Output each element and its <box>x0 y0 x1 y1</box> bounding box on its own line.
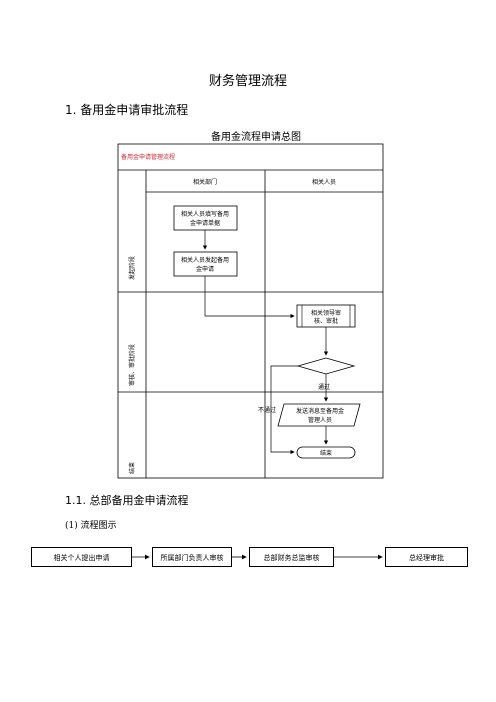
svg-text:发送消息至备用金: 发送消息至备用金 <box>296 407 344 415</box>
reject-label: 不通过 <box>258 406 276 414</box>
section-heading-1: 1. 备用金申请审批流程 <box>65 103 189 117</box>
column-header-dept: 相关部门 <box>193 178 217 186</box>
node-fill-form <box>173 205 238 231</box>
node-notify <box>277 403 361 427</box>
svg-text:相关人员发起备用: 相关人员发起备用 <box>181 256 229 264</box>
decision-diamond <box>296 357 356 375</box>
svg-text:核、审批: 核、审批 <box>314 317 338 325</box>
process-step-gm-approve: 总经理审批 <box>385 547 468 567</box>
pool-frame <box>117 143 384 479</box>
subsection-heading: (1) 流程图示 <box>65 521 117 531</box>
process-step-dept-review: 所属部门负责人审核 <box>152 547 232 567</box>
svg-text:相关人员填写备用: 相关人员填写备用 <box>181 210 229 218</box>
svg-text:管理人员: 管理人员 <box>308 416 332 424</box>
column-header-staff: 相关人员 <box>312 178 336 186</box>
section-heading-1-1: 1.1. 总部备用金申请流程 <box>65 494 189 507</box>
pool-title: 备用金申请管理流程 <box>121 153 175 161</box>
document-title: 财务管理流程 <box>208 74 287 89</box>
svg-text:结束: 结束 <box>320 449 332 457</box>
node-initiate <box>173 251 238 277</box>
node-end <box>296 446 356 459</box>
lane-label-review: 审核、审批阶段 <box>128 344 136 386</box>
svg-text:金申请单据: 金申请单据 <box>190 219 220 227</box>
pass-label: 通过 <box>318 383 330 391</box>
process-step-finance-review: 总部财务总监审核 <box>249 547 334 567</box>
svg-text:相关领导审: 相关领导审 <box>311 309 341 317</box>
diagram-caption: 备用金流程申请总图 <box>211 132 301 143</box>
svg-text:金申请: 金申请 <box>196 265 214 273</box>
lane-label-initiate: 发起阶段 <box>128 256 136 280</box>
process-step-apply: 相关个人提出申请 <box>31 547 132 567</box>
lane-label-end: 结束 <box>128 462 136 474</box>
